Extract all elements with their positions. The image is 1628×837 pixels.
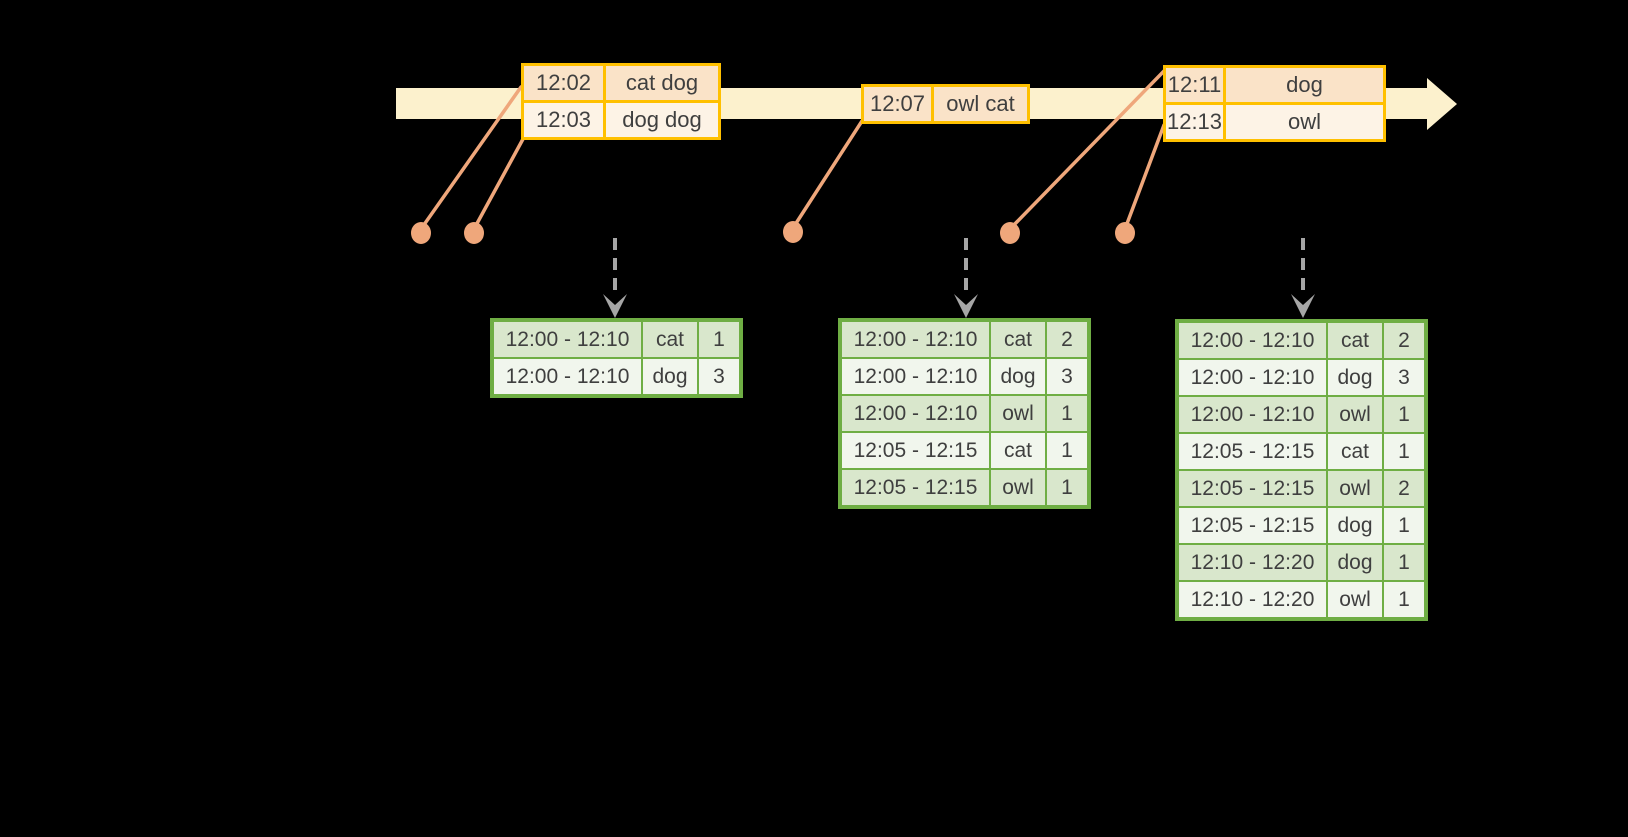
- word-cell: dog: [989, 357, 1047, 396]
- result-row: 12:00 - 12:10 dog 3: [491, 357, 742, 397]
- event-time-cell: 12:07: [861, 84, 934, 124]
- event-words-cell: cat dog: [603, 63, 721, 103]
- result-table-2: 12:00 - 12:10 cat 2 12:00 - 12:10 dog 3 …: [838, 318, 1091, 509]
- word-cell: owl: [989, 394, 1047, 433]
- down-arrowhead-icon-3: [1291, 294, 1315, 318]
- event-table-2: 12:07 owl cat: [861, 84, 1030, 124]
- count-cell: 2: [1382, 469, 1427, 508]
- window-cell: 12:00 - 12:10: [491, 319, 643, 359]
- count-cell: 1: [1382, 432, 1427, 471]
- event-table-3: 12:11 dog 12:13 owl: [1163, 65, 1386, 142]
- word-cell: dog: [641, 357, 699, 397]
- result-row: 12:00 - 12:10 owl 1: [1176, 395, 1427, 434]
- window-cell: 12:00 - 12:10: [839, 394, 991, 433]
- result-row: 12:00 - 12:10 dog 3: [839, 357, 1090, 396]
- event-dot-1207: [783, 221, 803, 243]
- event-words-cell: dog: [1223, 65, 1386, 105]
- result-row: 12:05 - 12:15 dog 1: [1176, 506, 1427, 545]
- count-cell: 3: [1382, 358, 1427, 397]
- word-cell: cat: [1326, 432, 1384, 471]
- connector-line-1213: [1123, 123, 1166, 231]
- result-row: 12:00 - 12:10 cat 1: [491, 319, 742, 359]
- event-dot-1203: [464, 222, 484, 244]
- connector-line-1202: [419, 85, 523, 231]
- down-arrowhead-icon-2: [954, 294, 978, 318]
- result-row: 12:05 - 12:15 owl 2: [1176, 469, 1427, 508]
- result-row: 12:10 - 12:20 owl 1: [1176, 580, 1427, 620]
- word-cell: dog: [1326, 543, 1384, 582]
- event-connectors: [419, 69, 1166, 231]
- word-cell: cat: [1326, 320, 1384, 360]
- event-dot-1213: [1115, 222, 1135, 244]
- count-cell: 1: [1382, 580, 1427, 620]
- word-cell: owl: [1326, 580, 1384, 620]
- count-cell: 1: [1045, 431, 1090, 470]
- word-cell: owl: [989, 468, 1047, 508]
- window-cell: 12:05 - 12:15: [1176, 432, 1328, 471]
- count-cell: 2: [1045, 319, 1090, 359]
- window-cell: 12:05 - 12:15: [839, 431, 991, 470]
- result-table-1: 12:00 - 12:10 cat 1 12:00 - 12:10 dog 3: [490, 318, 743, 398]
- window-cell: 12:10 - 12:20: [1176, 580, 1328, 620]
- event-dot-1202: [411, 222, 431, 244]
- window-cell: 12:05 - 12:15: [839, 468, 991, 508]
- timeline-arrowhead-icon: [1427, 78, 1457, 130]
- connector-line-1207: [791, 119, 864, 230]
- window-cell: 12:00 - 12:10: [839, 357, 991, 396]
- window-cell: 12:00 - 12:10: [1176, 358, 1328, 397]
- trigger-arrowheads: [603, 294, 1315, 318]
- event-row: 12:11 dog: [1163, 65, 1386, 105]
- window-cell: 12:00 - 12:10: [1176, 320, 1328, 360]
- result-row: 12:10 - 12:20 dog 1: [1176, 543, 1427, 582]
- event-row: 12:02 cat dog: [521, 63, 721, 103]
- result-row: 12:05 - 12:15 cat 1: [839, 431, 1090, 470]
- word-cell: dog: [1326, 358, 1384, 397]
- event-words-cell: dog dog: [603, 100, 721, 140]
- window-cell: 12:05 - 12:15: [1176, 506, 1328, 545]
- window-cell: 12:05 - 12:15: [1176, 469, 1328, 508]
- result-row: 12:05 - 12:15 cat 1: [1176, 432, 1427, 471]
- count-cell: 3: [697, 357, 742, 397]
- result-row: 12:00 - 12:10 cat 2: [839, 319, 1090, 359]
- word-cell: cat: [989, 431, 1047, 470]
- event-dot-1211: [1000, 222, 1020, 244]
- result-row: 12:05 - 12:15 owl 1: [839, 468, 1090, 508]
- connector-line-1203: [472, 137, 525, 231]
- count-cell: 1: [1382, 506, 1427, 545]
- event-time-cell: 12:02: [521, 63, 606, 103]
- count-cell: 1: [1045, 468, 1090, 508]
- window-cell: 12:00 - 12:10: [1176, 395, 1328, 434]
- count-cell: 3: [1045, 357, 1090, 396]
- word-cell: owl: [1326, 395, 1384, 434]
- event-table-1: 12:02 cat dog 12:03 dog dog: [521, 63, 721, 140]
- trigger-arrows: [613, 238, 1305, 294]
- event-words-cell: owl cat: [931, 84, 1030, 124]
- event-time-cell: 12:11: [1163, 65, 1226, 105]
- window-cell: 12:10 - 12:20: [1176, 543, 1328, 582]
- count-cell: 1: [1045, 394, 1090, 433]
- count-cell: 1: [1382, 543, 1427, 582]
- event-dots: [411, 221, 1135, 244]
- word-cell: owl: [1326, 469, 1384, 508]
- result-row: 12:00 - 12:10 owl 1: [839, 394, 1090, 433]
- count-cell: 2: [1382, 320, 1427, 360]
- result-table-3: 12:00 - 12:10 cat 2 12:00 - 12:10 dog 3 …: [1175, 319, 1428, 621]
- event-time-cell: 12:03: [521, 100, 606, 140]
- result-row: 12:00 - 12:10 dog 3: [1176, 358, 1427, 397]
- event-words-cell: owl: [1223, 102, 1386, 142]
- event-row: 12:07 owl cat: [861, 84, 1030, 124]
- word-cell: dog: [1326, 506, 1384, 545]
- count-cell: 1: [697, 319, 742, 359]
- event-row: 12:03 dog dog: [521, 100, 721, 140]
- count-cell: 1: [1382, 395, 1427, 434]
- event-time-cell: 12:13: [1163, 102, 1226, 142]
- window-cell: 12:00 - 12:10: [491, 357, 643, 397]
- connector-line-1211: [1008, 69, 1166, 231]
- down-arrowhead-icon-1: [603, 294, 627, 318]
- result-row: 12:00 - 12:10 cat 2: [1176, 320, 1427, 360]
- window-cell: 12:00 - 12:10: [839, 319, 991, 359]
- word-cell: cat: [641, 319, 699, 359]
- word-cell: cat: [989, 319, 1047, 359]
- event-row: 12:13 owl: [1163, 102, 1386, 142]
